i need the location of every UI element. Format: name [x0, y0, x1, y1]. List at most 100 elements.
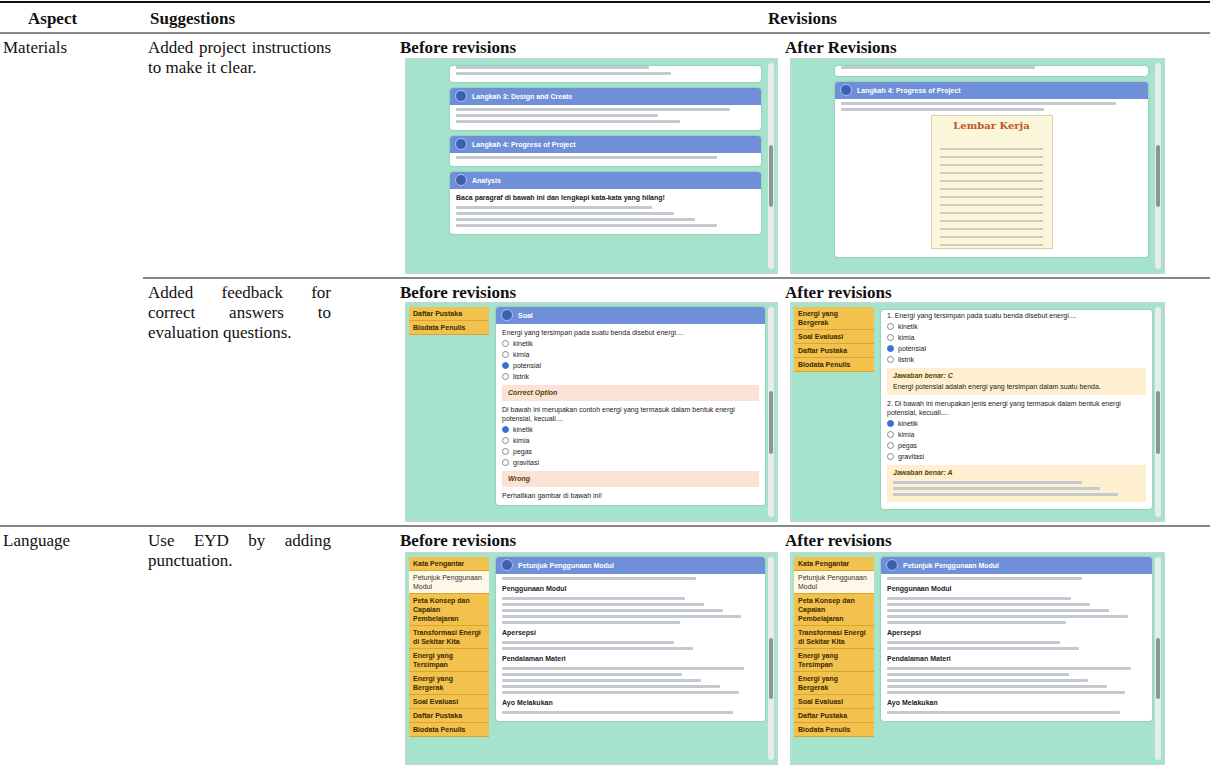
menu-item: Biodata Penulis — [409, 723, 489, 737]
column-header: Aspect — [28, 9, 77, 29]
content-area: Petunjuk Penggunaan ModulPenggunaan Modu… — [496, 557, 765, 727]
text-line — [456, 66, 649, 69]
menu-item: Petunjuk Penggunaan Modul — [794, 571, 874, 594]
feedback-heading: Jawaban benar: A — [887, 467, 1146, 478]
text-line — [887, 621, 1066, 624]
header-rule — [0, 33, 1210, 34]
text-line — [887, 647, 1079, 650]
menu-item: Energi yang Bergerak — [794, 672, 874, 695]
sidebar-menu: Kata PengantarPetunjuk Penggunaan ModulP… — [794, 557, 874, 737]
question-text: Perhatikan gambar di bawah ini! — [496, 490, 765, 501]
text-line — [893, 481, 1082, 484]
content-panel: Petunjuk Penggunaan ModulPenggunaan Modu… — [496, 557, 765, 721]
screenshot: Langkah 4: Progress of ProjectLembar Ker… — [790, 58, 1165, 274]
feedback-heading: Jawaban benar: C — [887, 370, 1146, 381]
menu-item: Energi yang Bergerak — [794, 307, 874, 330]
content-area: SoalEnergi yang tersimpan pada suatu ben… — [496, 307, 765, 511]
answer-option: potensial — [496, 360, 765, 371]
answer-option: listrik — [881, 354, 1152, 365]
question-text: Energi yang tersimpan pada suatu benda d… — [496, 327, 765, 338]
section-subheading: Penggunaan Modul — [496, 583, 765, 594]
suggestion-cell: Added project instructions to make it cl… — [148, 38, 331, 78]
worksheet-image: Lembar Kerja — [931, 115, 1053, 249]
text-line — [456, 114, 658, 117]
row-rule — [0, 526, 1210, 527]
text-line — [456, 108, 730, 111]
menu-item: Energi yang Bergerak — [409, 672, 489, 695]
section-subheading: Penggunaan Modul — [881, 583, 1152, 594]
menu-item: Transformasi Energi di Sekitar Kita — [794, 626, 874, 649]
text-line — [502, 647, 693, 650]
answer-option: kimia — [496, 349, 765, 360]
content-area: Petunjuk Penggunaan ModulPenggunaan Modu… — [881, 557, 1152, 727]
feedback-text: Energi potensial adalah energi yang ters… — [887, 381, 1146, 392]
answer-option: kimia — [881, 429, 1152, 440]
content-panel: Petunjuk Penggunaan ModulPenggunaan Modu… — [881, 557, 1152, 721]
before-label: Before revisions — [400, 38, 770, 58]
suggestion-cell: Added feedback for correct answers to ev… — [148, 283, 331, 343]
instruction-text: Baca paragraf di bawah ini dan lengkapi … — [450, 192, 761, 203]
screenshot: Langkah 3: Design and CreateLangkah 4: P… — [405, 58, 778, 274]
before-label: Before revisions — [400, 531, 770, 551]
text-line — [887, 597, 1071, 600]
scrollbar — [768, 63, 774, 269]
text-line — [456, 120, 680, 123]
before-label: Before revisions — [400, 283, 770, 303]
text-line — [502, 597, 685, 600]
section-subheading: Pendalaman Materi — [496, 653, 765, 664]
answer-option: pegas — [881, 440, 1152, 451]
text-line — [502, 641, 674, 644]
sidebar-menu: Daftar PustakaBiodata Penulis — [409, 307, 489, 335]
menu-item: Daftar Pustaka — [409, 709, 489, 723]
section-subheading: Apersepsi — [496, 627, 765, 638]
text-line — [887, 685, 1107, 688]
text-line — [502, 711, 733, 714]
panel-header: Petunjuk Penggunaan Modul — [881, 557, 1152, 574]
answer-option: gravitasi — [496, 457, 765, 468]
text-line — [456, 212, 674, 215]
menu-item: Kata Pengantar — [409, 557, 489, 571]
sidebar-menu: Energi yang BergerakSoal EvaluasiDaftar … — [794, 307, 874, 372]
answer-option: kinetik — [881, 418, 1152, 429]
menu-item: Daftar Pustaka — [794, 709, 874, 723]
section-subheading: Ayo Melakukan — [496, 697, 765, 708]
text-line — [502, 615, 741, 618]
panel-header: Langkah 3: Design and Create — [450, 88, 761, 105]
scrollbar — [1155, 557, 1161, 760]
panel-header: Langkah 4: Progress of Project — [835, 82, 1148, 99]
text-line — [887, 711, 1120, 714]
scrollbar — [768, 557, 774, 760]
menu-item: Transformasi Energi di Sekitar Kita — [409, 626, 489, 649]
text-line — [502, 609, 723, 612]
text-line — [502, 673, 682, 676]
scrollbar — [1155, 307, 1161, 517]
text-line — [456, 206, 652, 209]
screenshot: Daftar PustakaBiodata PenulisSoalEnergi … — [405, 302, 778, 522]
panel-header: Soal — [496, 307, 765, 324]
panel-header: Analysis — [450, 172, 761, 189]
text-line — [502, 603, 704, 606]
content-panel: Langkah 4: Progress of ProjectLembar Ker… — [835, 82, 1148, 257]
answer-option: gravitasi — [881, 451, 1152, 462]
feedback-box: Jawaban benar: A — [887, 465, 1146, 502]
scrollbar — [1155, 63, 1161, 269]
after-label: After Revisions — [785, 38, 1155, 58]
text-line — [841, 102, 1116, 105]
content-area: 1. Energi yang tersimpan pada suatu bend… — [881, 307, 1152, 515]
answer-option: kinetik — [496, 338, 765, 349]
screenshot: Kata PengantarPetunjuk Penggunaan ModulP… — [790, 552, 1165, 765]
answer-option: kinetik — [496, 424, 765, 435]
top-rule — [0, 1, 1210, 3]
content-area: Langkah 3: Design and CreateLangkah 4: P… — [450, 63, 761, 240]
menu-item: Kata Pengantar — [794, 557, 874, 571]
text-line — [893, 493, 1118, 496]
answer-option: kinetik — [881, 321, 1152, 332]
column-header: Suggestions — [150, 9, 235, 29]
text-line — [502, 577, 696, 580]
text-line — [887, 609, 1109, 612]
text-line — [456, 156, 717, 159]
text-line — [887, 673, 1069, 676]
content-panel: Langkah 3: Design and Create — [450, 88, 761, 130]
answer-option: kimia — [881, 332, 1152, 343]
